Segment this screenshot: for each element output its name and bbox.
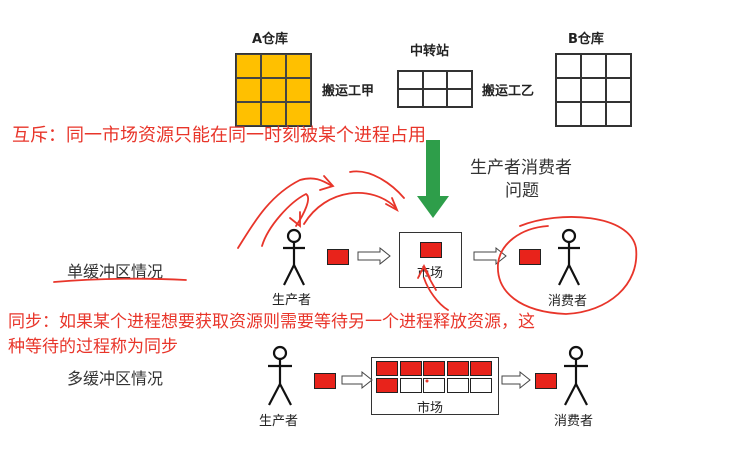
warehouse-b-title: B仓库 [568,32,604,47]
multi-consumer-icon [564,345,588,406]
multi-buffer-slots [376,361,494,395]
green-down-arrow-icon [417,140,449,218]
transfer-station-title: 中转站 [410,44,450,59]
transfer-station-grid [397,70,473,108]
problem-title-line2: 问题 [505,181,539,201]
buffer-slot [376,361,398,376]
single-market-product [420,242,442,258]
warehouse-a-grid [235,53,312,127]
buffer-slot [399,361,422,376]
single-producer-label: 生产者 [272,293,312,308]
buffer-slot [446,378,469,393]
problem-title-line1: 生产者消费者 [470,158,572,178]
buffer-slot [423,361,445,376]
worker-a-label: 搬运工甲 [322,84,375,99]
worker-b-label: 搬运工乙 [482,84,535,99]
multi-market-label: 市场 [417,401,444,416]
single-producer-product [327,249,349,265]
buffer-slot [376,378,398,393]
multi-producer-label: 生产者 [259,414,299,429]
buffer-slot [470,361,492,376]
warehouse-a-title: A仓库 [252,32,289,47]
sync-annotation-line2: 种等待的过程称为同步 [8,337,178,357]
single-consumer-label: 消费者 [548,294,588,309]
mutex-annotation: 互斥：同一市场资源只能在同一时刻被某个进程占用 [12,125,426,146]
buffer-slot [399,378,422,393]
buffer-slot [423,378,445,393]
multi-buffer-label: 多缓冲区情况 [67,369,164,388]
warehouse-b-grid [555,53,632,127]
single-producer-icon [283,228,305,286]
handwritten-annotations [53,170,638,315]
buffer-dot [425,379,429,383]
sync-annotation-line1: 同步：如果某个进程想要获取资源则需要等待另一个进程释放资源，这 [8,312,535,332]
multi-producer-product [314,373,336,389]
single-consumer-product [519,249,541,265]
buffer-slot [446,361,469,376]
single-consumer-icon [558,228,580,286]
multi-producer-icon [268,345,292,406]
buffer-slot [470,378,492,393]
multi-consumer-label: 消费者 [554,414,594,429]
single-buffer-label: 单缓冲区情况 [67,262,164,281]
multi-consumer-product [535,373,557,389]
